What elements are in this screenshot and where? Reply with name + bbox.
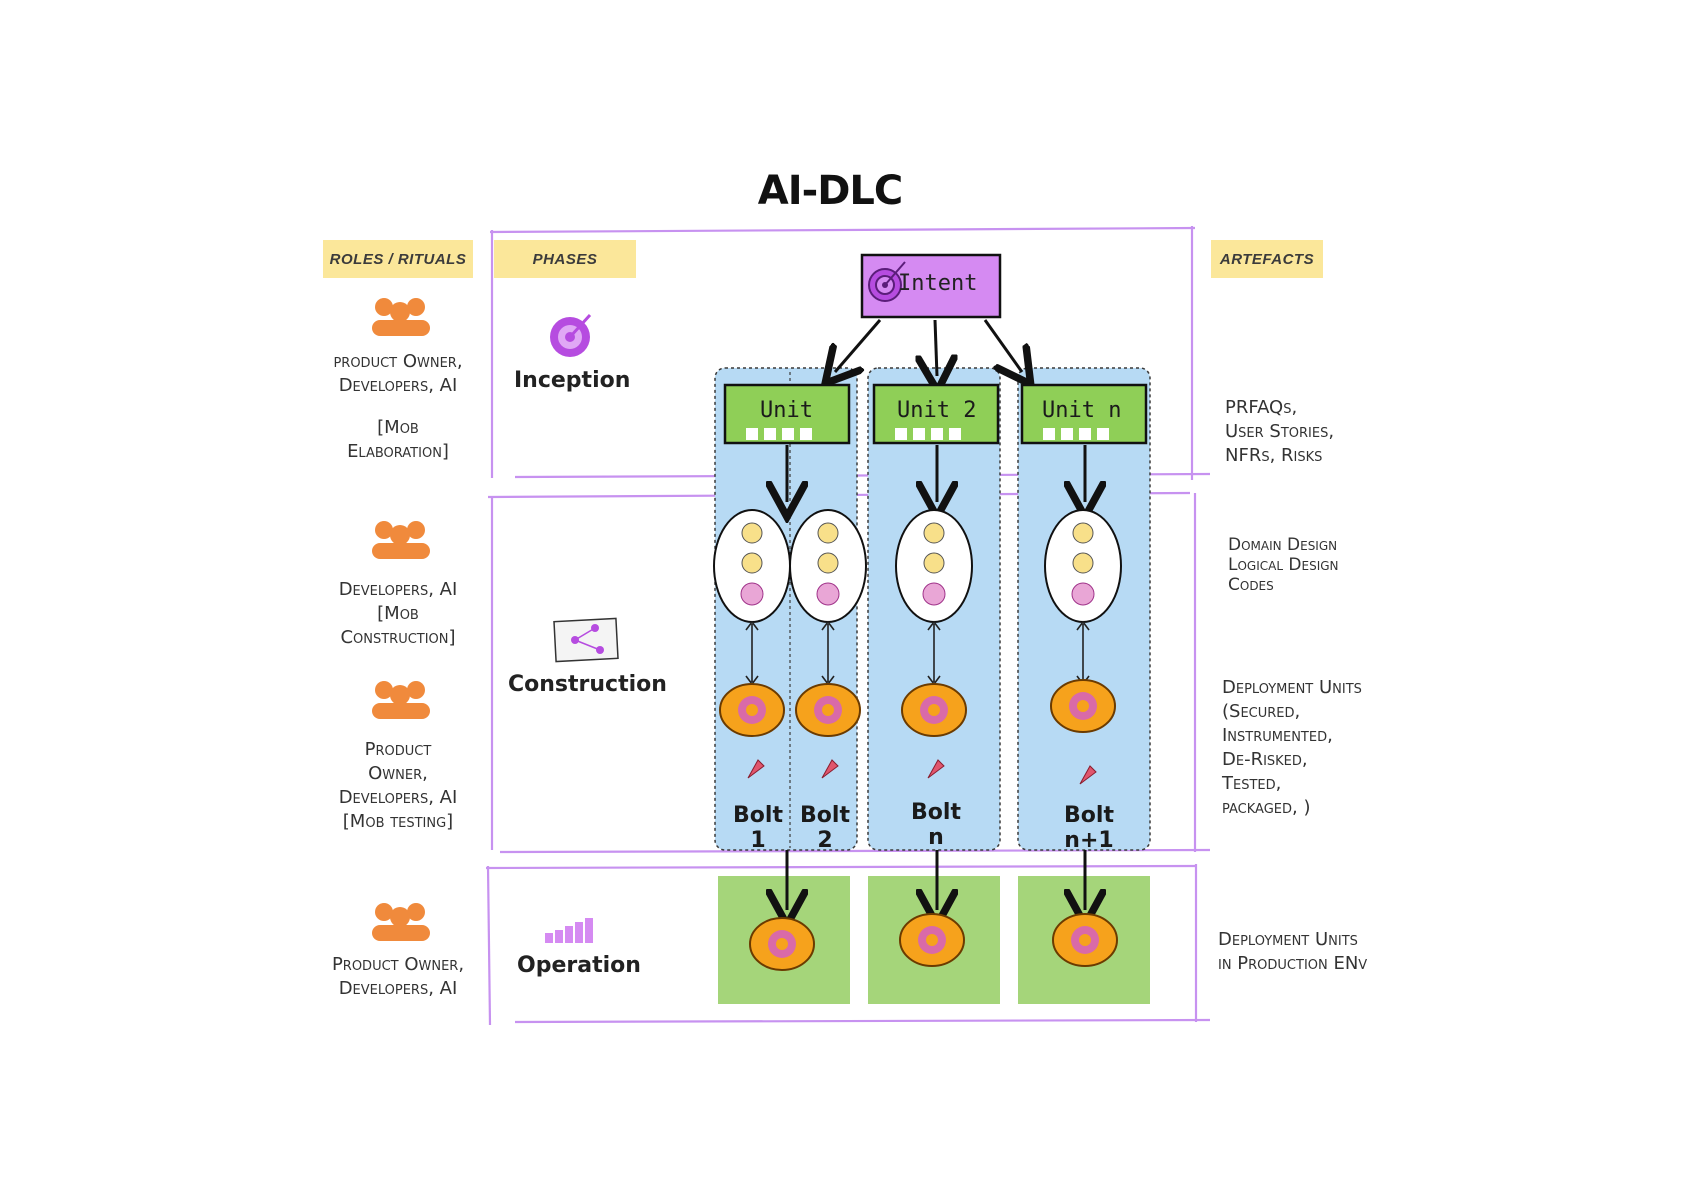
target-icon xyxy=(550,313,592,357)
bolt-cycles xyxy=(713,509,1122,623)
rocket-icons xyxy=(747,759,1097,785)
artefacts-deployment-units: Deployment Units (Secured, Instrumented,… xyxy=(1222,677,1362,818)
intent-arrows xyxy=(835,319,1022,376)
flow-arrows xyxy=(787,445,1085,910)
domain-diagram-icon xyxy=(553,617,619,663)
people-group-3 xyxy=(372,681,430,719)
bolt-cycle-n xyxy=(895,509,973,623)
bolt-cycle-1 xyxy=(713,509,791,623)
phases-header: Phases xyxy=(494,240,636,278)
people-group-4 xyxy=(372,903,430,941)
bolt-label-n: Bolt n xyxy=(911,800,961,850)
people-group-1 xyxy=(372,298,430,336)
artefacts-inception: PRFAQs, User Stories, NFRs, Risks xyxy=(1225,397,1335,466)
intent-label: Intent xyxy=(898,271,978,296)
people-icons xyxy=(372,298,430,941)
roles-operation: Product Owner, Developers, AI xyxy=(331,954,465,999)
bar-chart-icon xyxy=(545,918,593,943)
bolt-label-n-plus-1: Bolt n+1 xyxy=(1064,803,1114,853)
phase-inception: Inception xyxy=(514,368,631,393)
artefacts-design: Domain Design Logical Design Codes xyxy=(1228,535,1339,595)
artefacts-header: artefacts xyxy=(1211,240,1323,278)
deployment-targets xyxy=(719,679,1116,737)
intent-box xyxy=(860,253,1002,319)
artefacts-production: Deployment Units in Production ENv xyxy=(1218,929,1368,974)
unit-boxes xyxy=(723,383,1148,445)
roles-testing: Product Owner, Developers, AI [Mob testi… xyxy=(338,739,458,832)
bolt-cycle-n-plus-1 xyxy=(1044,509,1122,623)
unit-label-1: Unit xyxy=(760,398,813,423)
roles-header: roles / rituals xyxy=(323,240,473,278)
roles-construction: Developers, AI [Mob Construction] xyxy=(338,579,458,648)
operation-targets xyxy=(749,913,1118,971)
unit-label-2: Unit 2 xyxy=(897,398,977,423)
bolt-cycle-2 xyxy=(789,509,867,623)
diagram-title: AI-DLC xyxy=(757,168,904,214)
bolt-label-2: Bolt 2 xyxy=(800,803,850,853)
people-group-2 xyxy=(372,521,430,559)
phase-operation: Operation xyxy=(517,953,641,978)
unit-label-n: Unit n xyxy=(1042,398,1122,423)
phase-construction: Construction xyxy=(508,672,667,697)
bolt-label-1: Bolt 1 xyxy=(733,803,783,853)
roles-inception: product Owner, Developers, AI [Mob Elabo… xyxy=(333,351,463,462)
